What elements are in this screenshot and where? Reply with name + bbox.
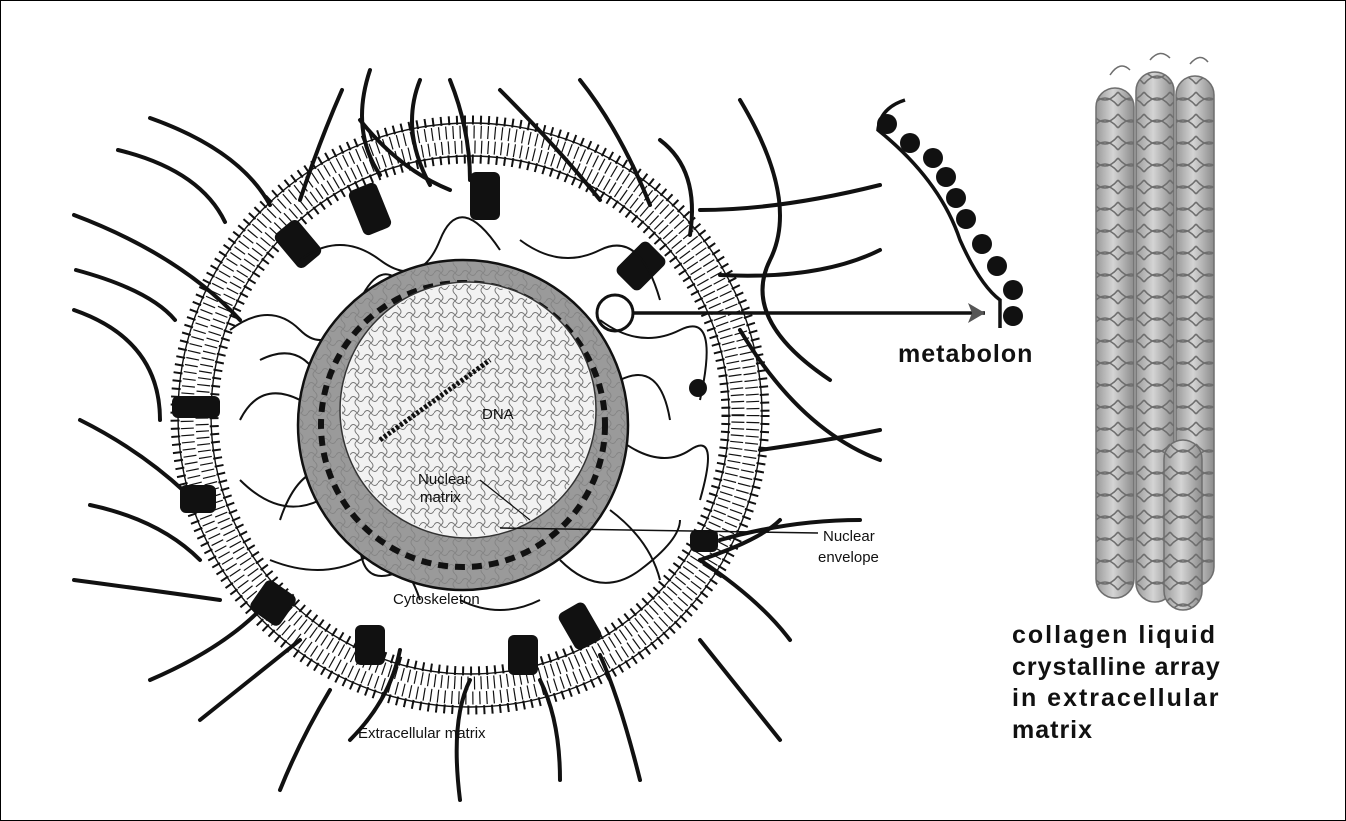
collagen-caption-line1: collagen liquid bbox=[1012, 620, 1272, 652]
collagen-caption-line3: in extracellular bbox=[1012, 683, 1272, 715]
collagen-caption-line4: matrix bbox=[1012, 715, 1272, 747]
collagen-caption-line2: crystalline array bbox=[1012, 652, 1272, 684]
dna-label: DNA bbox=[482, 406, 514, 423]
collagen-triple-helix-array bbox=[1096, 53, 1214, 610]
nuclear-envelope-label-line1: Nuclear bbox=[823, 528, 875, 545]
nuclear-envelope-label-line2: envelope bbox=[818, 549, 879, 566]
nuclear-matrix-label-line2: matrix bbox=[420, 489, 461, 506]
collagen-caption: collagen liquid crystalline array in ext… bbox=[1012, 620, 1272, 746]
extracellular-matrix-label: Extracellular matrix bbox=[358, 725, 486, 742]
metabolon-callout-circle bbox=[597, 295, 633, 331]
metabolon-label: metabolon bbox=[898, 340, 1033, 369]
cell-nucleus bbox=[298, 260, 628, 590]
cytoskeleton-label: Cytoskeleton bbox=[393, 591, 480, 608]
nuclear-matrix-label-line1: Nuclear bbox=[418, 471, 470, 488]
metabolon-enzyme-chain bbox=[877, 100, 1023, 328]
